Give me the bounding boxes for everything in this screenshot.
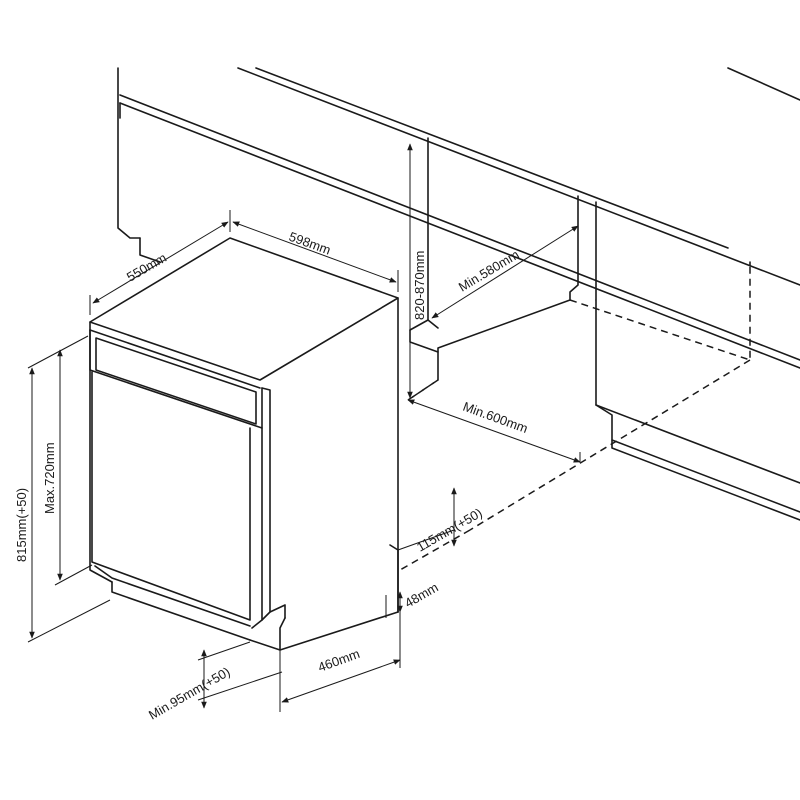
cabinet-height-label: 820-870mm xyxy=(412,251,427,320)
recess-outline xyxy=(399,262,751,571)
kitchen-cabinetry xyxy=(117,67,800,521)
total-height-label: 815mm(+50) xyxy=(14,488,29,562)
foot-gap-label: 48mm xyxy=(402,580,441,611)
adjust-top-label: 115mm(+50) xyxy=(414,505,485,555)
dimension-lines xyxy=(27,143,581,712)
min-recess-depth-label: Min.580mm xyxy=(456,247,522,295)
max-door-height-label: Max.720mm xyxy=(42,442,57,514)
dishwasher xyxy=(89,237,399,651)
min-recess-width-label: Min.600mm xyxy=(461,399,530,436)
width-label: 598mm xyxy=(287,229,333,258)
base-depth-label: 460mm xyxy=(316,646,362,675)
